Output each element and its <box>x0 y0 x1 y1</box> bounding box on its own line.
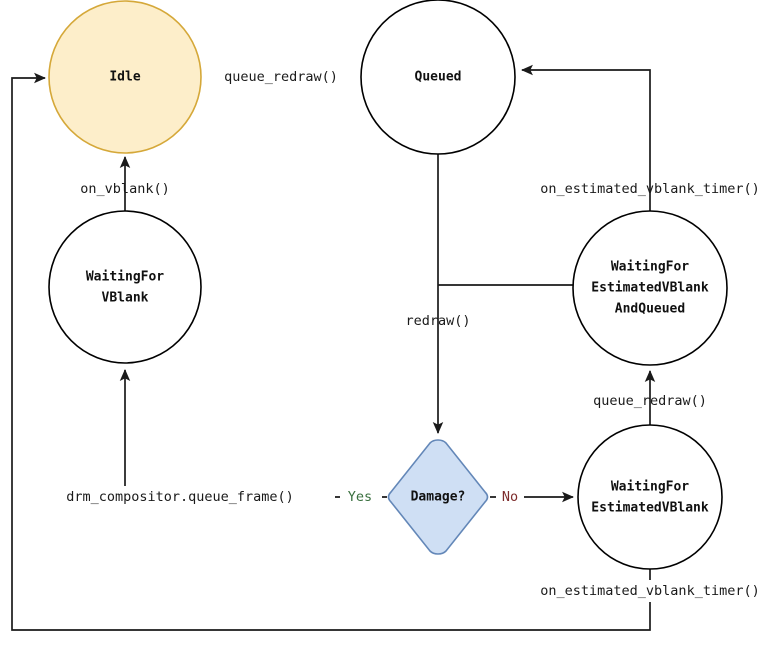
edge-label-on-estimated-vblank-timer-top: on_estimated_vblank_timer() <box>540 181 759 197</box>
node-waiting-for-vblank-shape[interactable] <box>48 210 202 364</box>
edge-label-on-vblank: on_vblank() <box>80 181 169 197</box>
node-queued[interactable]: Queued <box>360 0 516 155</box>
node-waiting-for-vblank[interactable]: WaitingFor VBlank <box>48 210 202 364</box>
edge-wfevb-to-idle: on_estimated_vblank_timer() <box>11 72 774 631</box>
node-wfevb-label-line2: EstimatedVBlank <box>591 501 709 516</box>
node-waiting-for-estimated-vblank-shape[interactable] <box>577 424 723 570</box>
node-waiting-for-estimated-vblank-and-queued-shape[interactable] <box>572 210 728 366</box>
node-wfevbq-label-line1: WaitingFor <box>611 260 689 275</box>
edge-label-queue-redraw-top: queue_redraw() <box>224 69 338 85</box>
node-wfevb-label-line1: WaitingFor <box>611 480 689 495</box>
node-wfevbq-label-line2: EstimatedVBlank <box>591 281 709 296</box>
node-waiting-for-estimated-vblank[interactable]: WaitingFor EstimatedVBlank <box>577 424 723 570</box>
node-idle-shape[interactable] <box>48 0 202 154</box>
edge-label-drm-compositor-queue-frame: drm_compositor.queue_frame() <box>66 489 294 505</box>
node-waiting-for-vblank-label-line2: VBlank <box>102 291 149 306</box>
node-queued-shape[interactable] <box>360 0 516 155</box>
node-idle-label: Idle <box>109 70 140 85</box>
edge-idle-to-queued: queue_redraw() <box>200 66 363 88</box>
edge-queued-to-damage: redraw() <box>405 154 471 434</box>
node-damage-shape[interactable] <box>387 439 489 555</box>
node-queued-label: Queued <box>415 70 462 85</box>
edge-vblank-to-idle: on_vblank() <box>80 156 170 211</box>
edge-label-yes: Yes <box>348 489 372 505</box>
node-idle[interactable]: Idle <box>48 0 202 154</box>
node-damage-label: Damage? <box>411 490 466 505</box>
node-wfevbq-label-line3: AndQueued <box>615 302 685 317</box>
edge-damage-no-to-wfevb: No <box>490 487 574 507</box>
edge-damage-yes-to-vblank: Yes drm_compositor.queue_frame() <box>45 369 387 508</box>
node-damage-decision[interactable]: Damage? <box>387 439 489 555</box>
node-waiting-for-estimated-vblank-and-queued[interactable]: WaitingFor EstimatedVBlank AndQueued <box>572 210 728 366</box>
edge-wfevb-to-wfevbq: queue_redraw() <box>593 370 707 425</box>
edge-wfevbq-to-queued: on_estimated_vblank_timer() <box>521 64 760 211</box>
edge-label-queue-redraw-right: queue_redraw() <box>593 393 707 409</box>
node-waiting-for-vblank-label-line1: WaitingFor <box>86 270 164 285</box>
edge-label-redraw: redraw() <box>405 313 470 329</box>
edge-label-on-estimated-vblank-timer-bottom: on_estimated_vblank_timer() <box>540 583 759 599</box>
edge-label-no: No <box>502 489 518 505</box>
